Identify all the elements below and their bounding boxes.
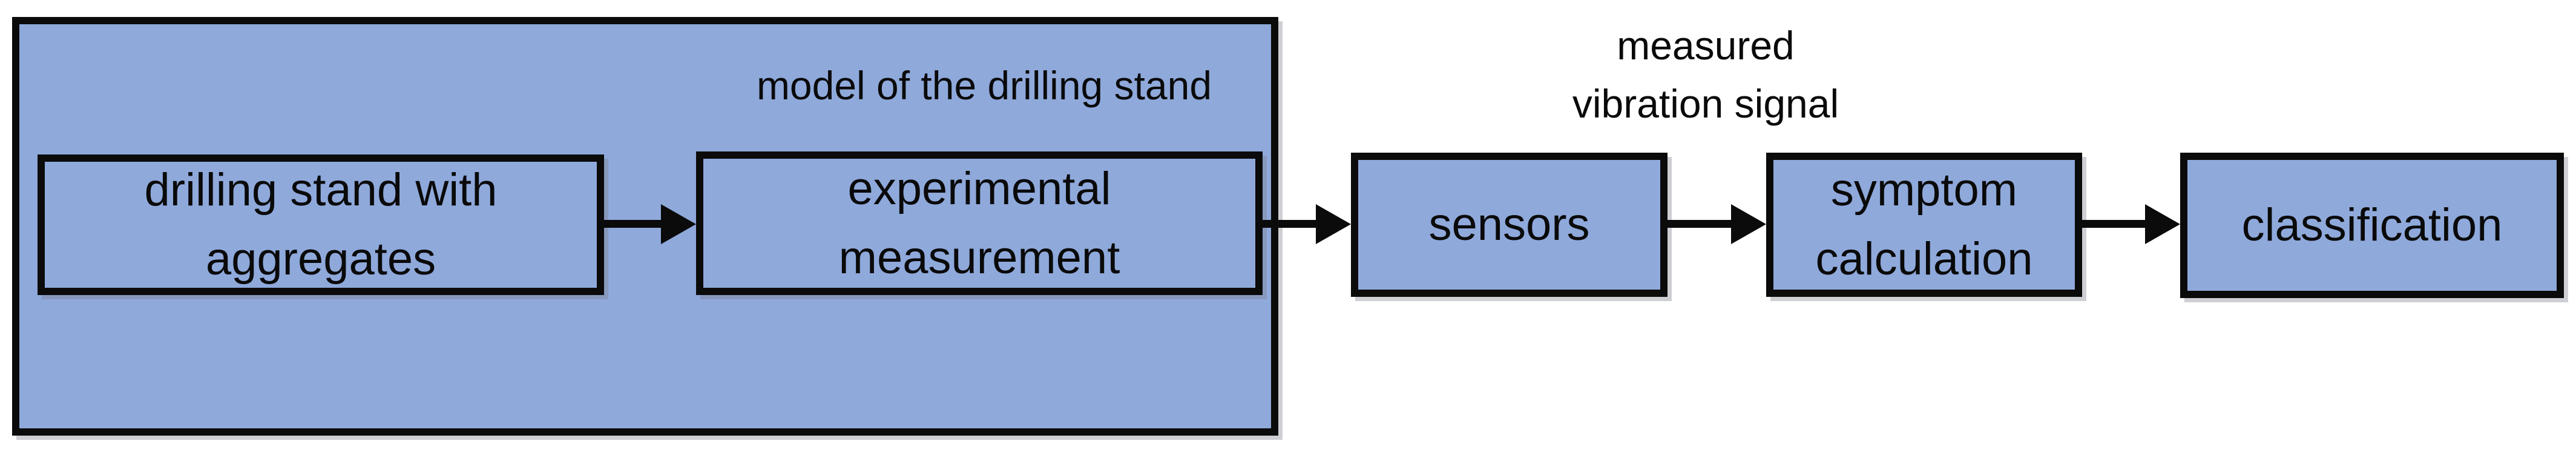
node-sensors: sensors xyxy=(1351,153,1668,297)
arrow-symptom-to-classification-line xyxy=(2081,220,2149,228)
arrow-sensors-to-symptom-head-icon xyxy=(1731,204,1766,244)
node-symptom-calculation-label: symptom calculation xyxy=(1815,164,2033,285)
node-symptom-calculation: symptom calculation xyxy=(1766,153,2082,297)
container-label: model of the drilling stand xyxy=(756,63,1212,108)
arrow-experimental-to-sensors-head-icon xyxy=(1316,204,1351,244)
node-classification: classification xyxy=(2180,153,2564,298)
node-drilling-stand-label: drilling stand with aggregates xyxy=(144,164,498,285)
arrow-experimental-to-sensors-line xyxy=(1263,220,1320,228)
node-sensors-label: sensors xyxy=(1428,199,1590,250)
arrow-symptom-to-classification-head-icon xyxy=(2145,204,2180,244)
node-experimental-measurement: experimental measurement xyxy=(696,151,1263,295)
node-experimental-measurement-label: experimental measurement xyxy=(838,162,1120,284)
arrow-drilling-to-experimental-head-icon xyxy=(661,204,696,244)
node-drilling-stand-with-aggregates: drilling stand with aggregates xyxy=(38,154,604,295)
annotation-measured-vibration-signal: measured vibration signal xyxy=(1572,23,1839,126)
arrow-drilling-to-experimental-line xyxy=(603,220,664,228)
arrow-sensors-to-symptom-line xyxy=(1666,220,1735,228)
node-classification-label: classification xyxy=(2241,199,2503,251)
